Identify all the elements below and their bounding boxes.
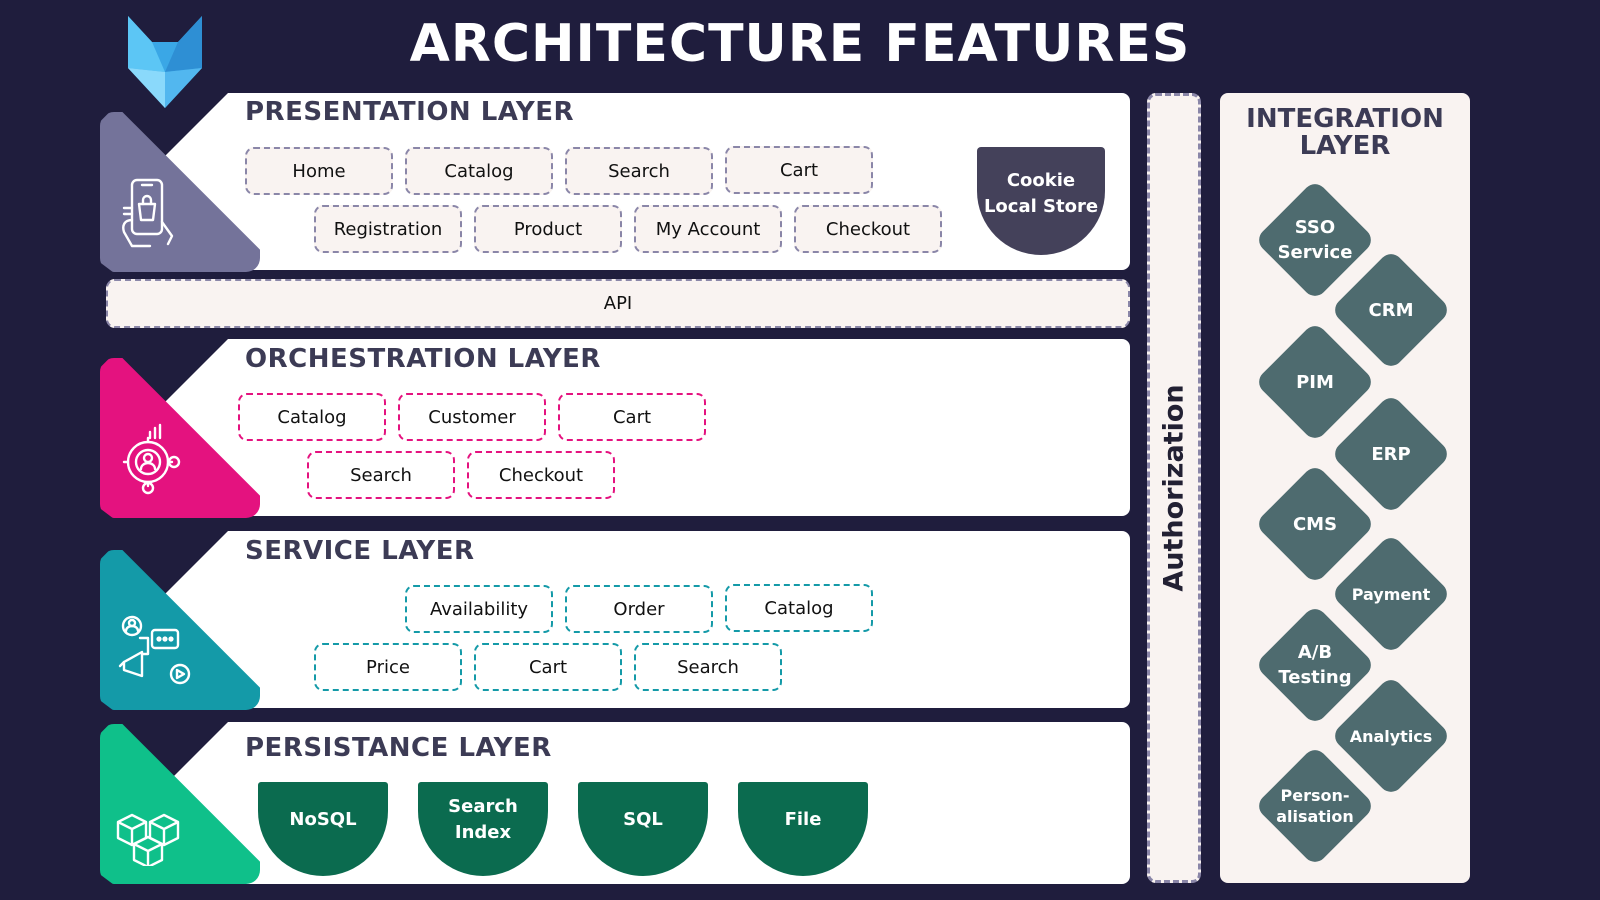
ab-label-1: A/B	[1297, 642, 1333, 663]
personalisation-label-2: alisation	[1276, 807, 1354, 826]
local-store-label: Local Store	[983, 196, 1099, 217]
service-price-button[interactable]: Price	[314, 643, 462, 691]
cart-button[interactable]: Cart	[725, 146, 873, 194]
analytics-node[interactable]: Analytics	[1330, 675, 1452, 797]
search-index-label-1: Search	[448, 796, 518, 817]
erp-label: ERP	[1371, 443, 1411, 465]
mobile-shopping-icon	[122, 178, 174, 248]
payment-label: Payment	[1351, 584, 1431, 604]
fox-logo-icon	[128, 16, 202, 108]
service-cart-button[interactable]: Cart	[474, 643, 622, 691]
file-label: File	[784, 809, 822, 830]
personalisation-label-1: Person-	[1280, 786, 1350, 805]
orch-cart-button[interactable]: Cart	[558, 393, 706, 441]
service-search-button[interactable]: Search	[634, 643, 782, 691]
personalisation-node[interactable]: Person-alisation	[1254, 745, 1376, 867]
presentation-layer-title: PRESENTATION LAYER	[245, 97, 575, 127]
pim-label: PIM	[1296, 371, 1334, 393]
persistance-layer-title: PERSISTANCE LAYER	[245, 733, 552, 763]
cookie-local-store: Cookie Local Store	[977, 147, 1105, 255]
cms-label: CMS	[1292, 513, 1338, 535]
registration-button[interactable]: Registration	[314, 205, 462, 253]
orch-customer-button[interactable]: Customer	[398, 393, 546, 441]
authorization-label: Authorization	[1158, 384, 1190, 592]
sso-service-node[interactable]: SSO Service	[1254, 179, 1376, 301]
erp-node[interactable]: ERP	[1330, 393, 1452, 515]
integration-title-line-1: INTEGRATION	[1246, 104, 1444, 134]
home-button[interactable]: Home	[245, 147, 393, 195]
nosql-label: NoSQL	[289, 809, 357, 830]
crm-label: CRM	[1368, 299, 1414, 321]
cms-node[interactable]: CMS	[1254, 463, 1376, 585]
integration-title-line-2: LAYER	[1299, 131, 1391, 161]
orch-search-button[interactable]: Search	[307, 451, 455, 499]
sql-label: SQL	[623, 809, 663, 830]
service-availability-button[interactable]: Availability	[405, 585, 553, 633]
gear-process-icon	[122, 423, 181, 495]
ab-label-2: Testing	[1278, 667, 1352, 688]
pim-node[interactable]: PIM	[1254, 321, 1376, 443]
page-title: ARCHITECTURE FEATURES	[409, 14, 1191, 74]
analytics-label: Analytics	[1349, 726, 1433, 746]
cookie-label: Cookie	[1006, 170, 1076, 191]
orch-catalog-button[interactable]: Catalog	[238, 393, 386, 441]
boxes-icon	[116, 813, 180, 866]
product-button[interactable]: Product	[474, 205, 622, 253]
ab-testing-node[interactable]: A/B Testing	[1254, 604, 1376, 726]
orch-checkout-button[interactable]: Checkout	[467, 451, 615, 499]
sso-label-1: SSO	[1294, 217, 1336, 238]
authorization-bar[interactable]: Authorization	[1147, 93, 1201, 883]
service-layer-title: SERVICE LAYER	[245, 536, 475, 566]
service-order-button[interactable]: Order	[565, 585, 713, 633]
payment-node[interactable]: Payment	[1330, 533, 1452, 655]
service-catalog-button[interactable]: Catalog	[725, 584, 873, 632]
my-account-button[interactable]: My Account	[634, 205, 782, 253]
api-bar[interactable]: API	[106, 279, 1130, 328]
catalog-button[interactable]: Catalog	[405, 147, 553, 195]
integration-layer-title: INTEGRATION LAYER	[1220, 106, 1470, 160]
customer-service-icon	[118, 615, 191, 685]
orchestration-layer-title: ORCHESTRATION LAYER	[245, 344, 601, 374]
crm-node[interactable]: CRM	[1330, 249, 1452, 371]
sso-label-2: Service	[1277, 242, 1353, 263]
search-button[interactable]: Search	[565, 147, 713, 195]
search-index-label-2: Index	[454, 822, 512, 843]
checkout-button[interactable]: Checkout	[794, 205, 942, 253]
